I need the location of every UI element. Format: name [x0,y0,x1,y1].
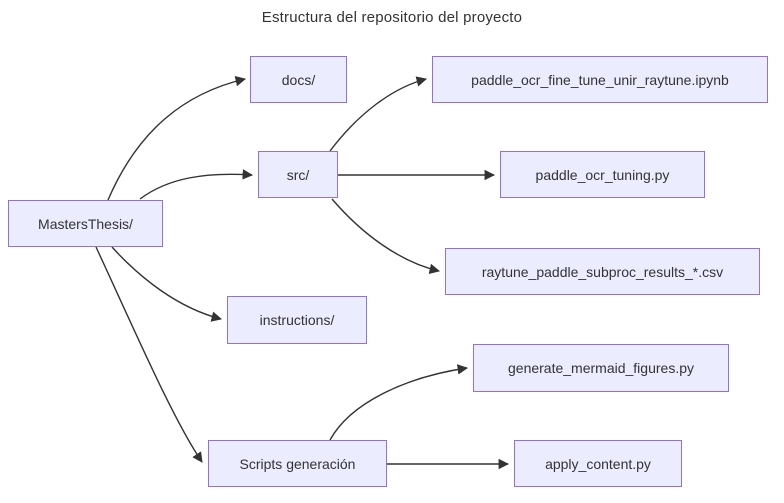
node-mastersthesis: MastersThesis/ [8,200,163,247]
node-generate-mermaid-figures-label: generate_mermaid_figures.py [508,360,694,376]
node-mastersthesis-label: MastersThesis/ [38,215,133,232]
node-src: src/ [258,151,338,198]
node-tuning: paddle_ocr_tuning.py [500,151,705,198]
node-src-label: src/ [286,166,310,183]
edge-scripts-mermaidpy [329,364,469,441]
node-apply-content: apply_content.py [514,440,682,487]
node-docs: docs/ [250,56,347,103]
node-ipynb-label: paddle_ocr_fine_tune_unir_raytune.ipynb [471,71,729,88]
edge-masters-scripts [95,246,203,463]
node-tuning-label: paddle_ocr_tuning.py [535,166,670,183]
node-docs-label: docs/ [281,71,316,88]
edge-masters-src [139,169,254,200]
node-ipynb: paddle_ocr_fine_tune_unir_raytune.ipynb [432,56,768,103]
node-apply-content-label: apply_content.py [545,455,651,472]
node-csv-label: raytune_paddle_subproc_results_*.csv [481,263,724,280]
node-instructions-label: instructions/ [259,312,335,328]
diagram-title: Estructura del repositorio del proyecto [261,9,523,26]
node-generate-mermaid-figures: generate_mermaid_figures.py [473,344,729,392]
edge-masters-instructions [111,246,223,322]
edge-src-csv [331,198,441,274]
node-scripts-generacion: Scripts generación [208,440,387,487]
node-instructions: instructions/ [227,296,367,344]
node-csv: raytune_paddle_subproc_results_*.csv [445,248,760,295]
edge-masters-docs [107,76,247,201]
node-scripts-generacion-label: Scripts generación [239,455,356,472]
